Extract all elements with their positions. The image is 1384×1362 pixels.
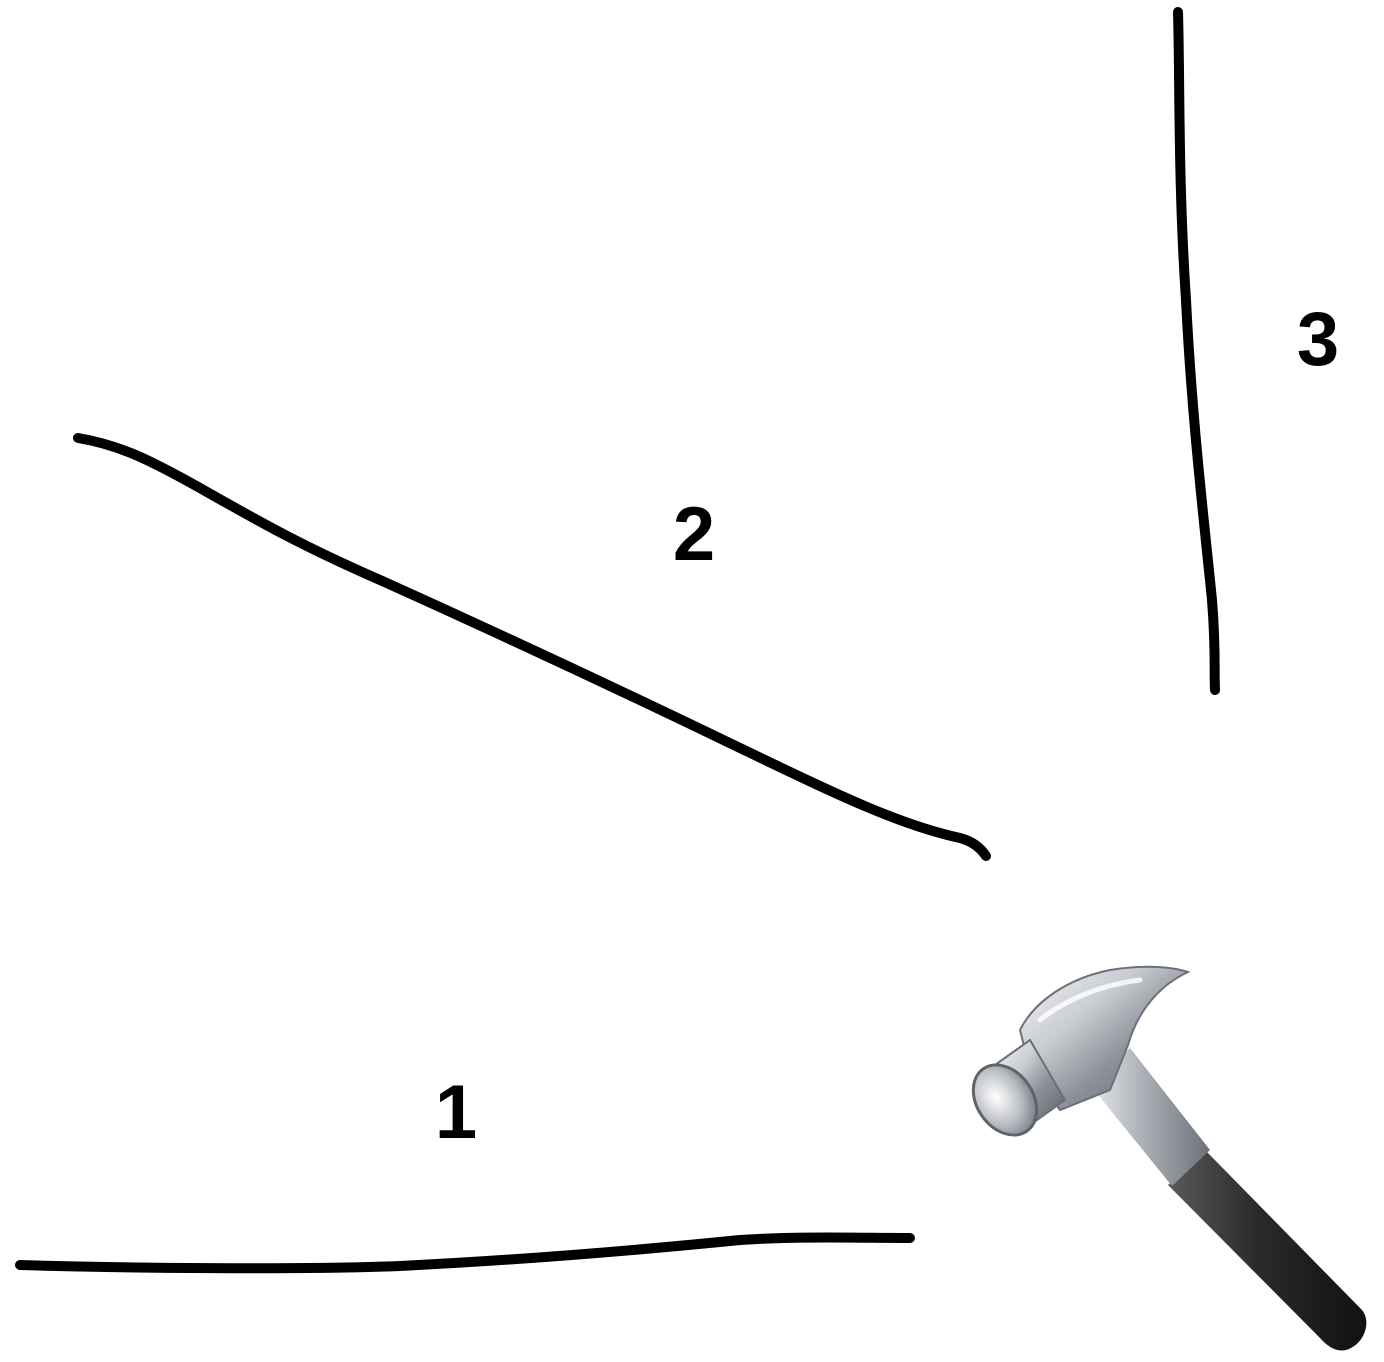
- hammer-face: [971, 1063, 1039, 1137]
- hammer-highlight: [1037, 977, 1143, 1023]
- hammer-icon: [971, 965, 1367, 1351]
- label-line-3: 3: [1297, 297, 1339, 382]
- line-3: [1173, 7, 1220, 695]
- hammer-shaft: [1090, 1048, 1210, 1186]
- label-line-1: 1: [435, 1070, 477, 1155]
- hammer-grip: [1168, 1150, 1367, 1351]
- line-2: [73, 433, 991, 861]
- label-line-2: 2: [673, 492, 715, 577]
- line-1: [15, 1232, 915, 1274]
